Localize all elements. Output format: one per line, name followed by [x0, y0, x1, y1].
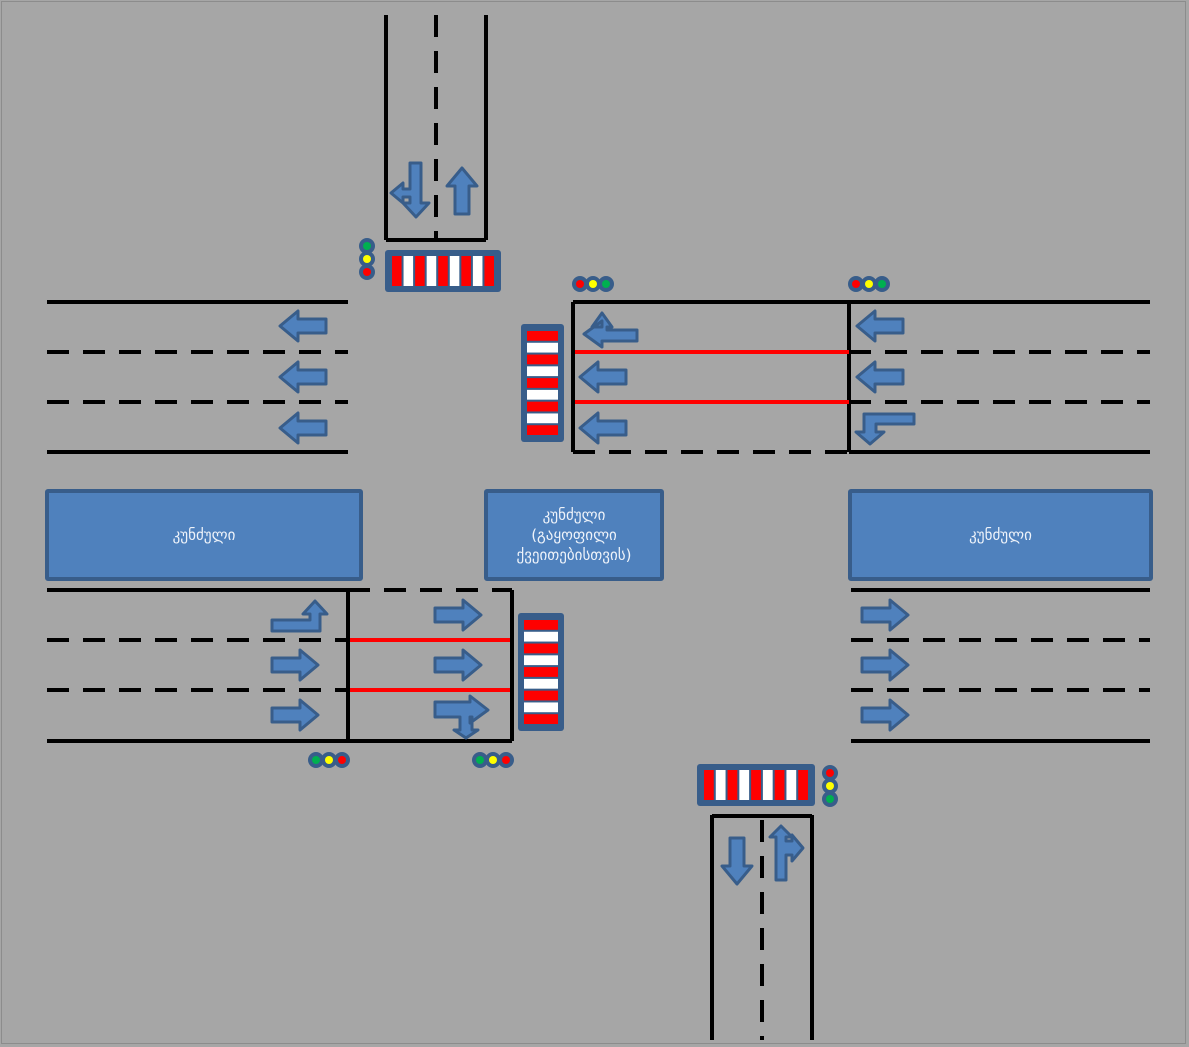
island-west: კუნძული [45, 489, 363, 581]
signal-light-red [852, 280, 860, 288]
arrow-right-and-down-icon [433, 694, 490, 740]
crosswalk-stripe [786, 770, 797, 800]
arrow-left-and-up-icon [582, 311, 639, 349]
traffic-signals [308, 238, 890, 807]
crosswalk-stripe [403, 256, 414, 286]
arrow-left-icon [578, 411, 628, 445]
signal-light-yellow [363, 255, 371, 263]
arrow-right-icon [433, 648, 483, 682]
traffic-signal-icon [822, 765, 838, 807]
crosswalk-stripe [484, 256, 494, 286]
stop-zone-lines [350, 350, 849, 692]
arrow-left-icon [278, 411, 328, 445]
crosswalk-stripe [524, 702, 558, 713]
crosswalk-stripe [527, 331, 558, 341]
signal-light-green [878, 280, 886, 288]
arrow-right-icon [433, 598, 483, 632]
crosswalk-stripe [715, 770, 726, 800]
lane-arrows [270, 161, 916, 886]
crosswalks [385, 250, 815, 806]
crosswalk-stripe [524, 678, 558, 689]
island-east: კუნძული [848, 489, 1153, 581]
signal-light-yellow [489, 756, 497, 764]
crosswalk-stripe [527, 389, 558, 400]
arrow-right-icon [860, 598, 910, 632]
arrow-left-icon [278, 309, 328, 343]
crosswalk-stripe [524, 690, 558, 701]
crosswalk-stripe [524, 655, 558, 666]
crosswalk-stripe [762, 770, 773, 800]
crosswalk-stripe [392, 256, 402, 286]
signal-light-green [476, 756, 484, 764]
traffic-signal-icon [359, 238, 375, 280]
traffic-signal-icon [848, 276, 890, 292]
crosswalk-stripe [527, 378, 558, 388]
signal-light-green [826, 795, 834, 803]
crosswalk-stripe [524, 667, 558, 677]
signal-light-red [576, 280, 584, 288]
signal-light-red [826, 769, 834, 777]
signal-light-yellow [826, 782, 834, 790]
arrow-right-icon [270, 648, 320, 682]
crosswalk-stripe [798, 770, 808, 800]
arrow-right-turn-up-icon [270, 599, 329, 633]
arrow-up-and-right-icon [768, 824, 805, 882]
crosswalk-stripe [426, 256, 437, 286]
arrow-up-icon [445, 166, 479, 216]
signal-light-red [502, 756, 510, 764]
signal-light-green [602, 280, 610, 288]
arrow-down-icon [720, 836, 754, 886]
signal-light-green [363, 242, 371, 250]
crosswalk-stripe [449, 256, 460, 286]
signal-light-red [338, 756, 346, 764]
crosswalk [521, 324, 564, 442]
signal-light-yellow [589, 280, 597, 288]
signal-light-green [312, 756, 320, 764]
crosswalk-stripe [438, 256, 448, 286]
crosswalk-stripe [524, 631, 558, 642]
signal-light-yellow [325, 756, 333, 764]
island-west-label: კუნძული [172, 526, 236, 544]
crosswalk-stripe [415, 256, 425, 286]
crosswalk-stripe [704, 770, 714, 800]
crosswalk-stripe [524, 714, 558, 724]
crosswalk-stripe [739, 770, 750, 800]
signal-light-yellow [865, 280, 873, 288]
arrow-right-icon [860, 698, 910, 732]
arrow-right-icon [860, 648, 910, 682]
crosswalk-stripe [524, 643, 558, 654]
crosswalk-stripe [524, 620, 558, 630]
crosswalk-stripe [527, 342, 558, 353]
crosswalk-stripe [472, 256, 483, 286]
arrow-down-and-left-icon [389, 161, 431, 219]
crosswalk-stripe [751, 770, 761, 800]
arrow-right-icon [270, 698, 320, 732]
crosswalk-stripe [774, 770, 785, 800]
traffic-signal-icon [472, 752, 514, 768]
crosswalk [518, 613, 564, 731]
traffic-signal-icon [572, 276, 614, 292]
traffic-signal-icon [308, 752, 350, 768]
arrow-left-turn-down-icon [854, 412, 916, 446]
signal-light-red [363, 268, 371, 276]
arrow-left-icon [855, 360, 905, 394]
arrow-left-icon [578, 360, 628, 394]
arrow-left-icon [855, 309, 905, 343]
island-center-label: კუნძული (გაყოფილი ქვეითებისთვის) [516, 506, 632, 564]
crosswalk-stripe [527, 413, 558, 424]
crosswalk-stripe [727, 770, 738, 800]
crosswalk [385, 250, 501, 292]
island-center: კუნძული (გაყოფილი ქვეითებისთვის) [484, 489, 664, 581]
crosswalk-stripe [527, 354, 558, 365]
crosswalk-stripe [527, 401, 558, 412]
island-east-label: კუნძული [969, 526, 1032, 544]
crosswalk-stripe [527, 425, 558, 435]
crosswalk [697, 764, 815, 806]
road-markings [47, 15, 1150, 1040]
crosswalk-stripe [461, 256, 471, 286]
arrow-left-icon [278, 360, 328, 394]
crosswalk-stripe [527, 366, 558, 377]
